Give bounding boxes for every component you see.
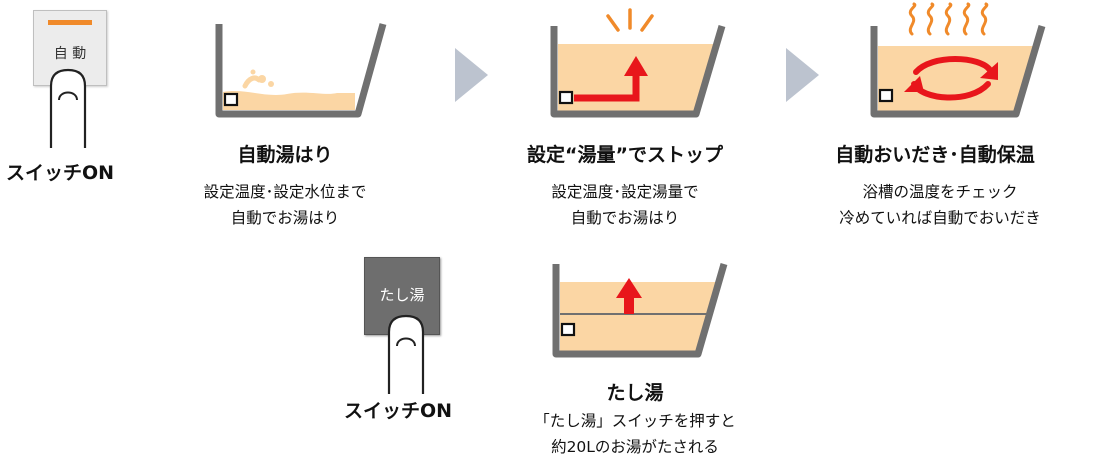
tub-filling bbox=[215, 23, 387, 118]
finger-icon bbox=[387, 314, 425, 394]
step-title-reheat: 自動おいだき･自動保温 bbox=[835, 144, 1035, 166]
step-title-stop: 設定“湯量”でストップ bbox=[527, 144, 723, 166]
finger-icon bbox=[49, 68, 87, 148]
step-desc-stop: 設定温度･設定湯量で 自動でお湯はり bbox=[510, 179, 740, 231]
step-desc-add-water: 「たし湯」スイッチを押すと 約20Lのお湯がたされる bbox=[500, 408, 770, 460]
auto-switch-label: 自 動 bbox=[53, 46, 87, 62]
desc-line: 自動でお湯はり bbox=[230, 209, 340, 227]
desc-line: 「たし湯」スイッチを押すと bbox=[534, 412, 736, 430]
step-desc-filling: 設定温度･設定水位まで 自動でお湯はり bbox=[170, 179, 400, 231]
step-title-filling: 自動湯はり bbox=[237, 144, 333, 166]
step-desc-reheat: 浴槽の温度をチェック 冷めていれば自動でおいだき bbox=[810, 179, 1070, 231]
auto-switch-caption: スイッチON bbox=[6, 162, 115, 184]
desc-line: 設定温度･設定湯量で bbox=[551, 183, 699, 201]
chevron-right-icon bbox=[455, 48, 488, 102]
sparkle-icon bbox=[606, 8, 654, 32]
step-title-add-water: たし湯 bbox=[606, 382, 664, 404]
desc-line: 冷めていれば自動でおいだき bbox=[839, 209, 1041, 227]
desc-line: 自動でお湯はり bbox=[570, 209, 680, 227]
tub-add-water bbox=[552, 263, 728, 358]
auto-switch-indicator bbox=[48, 20, 92, 25]
tashiyu-switch-group: たし湯 スイッチON bbox=[330, 250, 490, 430]
desc-line: 約20Lのお湯がたされる bbox=[551, 438, 719, 456]
tashiyu-switch-label: たし湯 bbox=[379, 286, 425, 304]
desc-line: 浴槽の温度をチェック bbox=[862, 183, 1018, 201]
chevron-right-icon bbox=[786, 48, 819, 102]
tub-stop bbox=[550, 8, 726, 118]
tashiyu-switch-caption: スイッチON bbox=[344, 400, 453, 422]
auto-switch-group: 自 動 スイッチON bbox=[0, 0, 140, 190]
desc-line: 設定温度･設定水位まで bbox=[203, 183, 367, 201]
tub-reheat bbox=[870, 2, 1046, 118]
steam-icon bbox=[908, 2, 989, 36]
